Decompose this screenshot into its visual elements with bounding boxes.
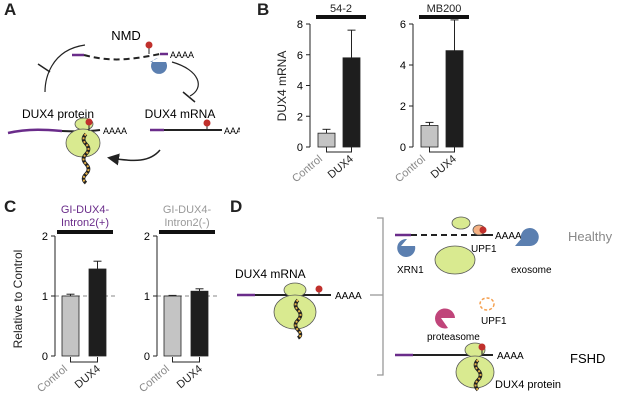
y-tick-label: 0 — [144, 351, 150, 363]
enzyme-pacman-icon — [150, 58, 168, 74]
nmd-polya: AAAA — [170, 50, 194, 60]
inhibit-bar-left — [37, 63, 51, 73]
d-peptide-icon — [294, 299, 302, 339]
exosome-label: exosome — [511, 265, 552, 276]
xrn1-icon — [397, 238, 416, 257]
h-upf1-label: UPF1 — [471, 244, 497, 255]
healthy-label: Healthy — [568, 229, 613, 244]
bar-dux4 — [342, 57, 361, 148]
f-protein-label: DUX4 protein — [495, 379, 561, 391]
y-tick-label: 8 — [297, 19, 303, 31]
bar-control — [420, 125, 439, 148]
category-label-control: Control — [393, 153, 428, 185]
y-tick-label: 2 — [297, 111, 303, 123]
f-polya: AAAA — [497, 351, 524, 362]
panel-label-d: D — [230, 197, 243, 216]
peptide-chain-icon — [82, 133, 90, 184]
d-mrna-polya: AAAA — [335, 291, 362, 302]
inhibit-bar-right — [182, 91, 196, 103]
category-label-control: Control — [290, 153, 325, 185]
y-tick-label: 6 — [297, 50, 303, 62]
bar-control — [163, 295, 182, 357]
chart-title: 54-2 — [330, 3, 352, 15]
bar-control — [317, 132, 336, 148]
xrn1-label: XRN1 — [397, 265, 424, 276]
y-tick-label: 2 — [42, 231, 48, 243]
ubiquitin-icon — [85, 118, 93, 126]
chart-title-line2: Intron2(-) — [164, 217, 209, 229]
nmd-mrna-dashed — [83, 53, 161, 61]
fshd-label: FSHD — [570, 351, 605, 366]
proteasome-label: proteasome — [427, 332, 480, 343]
category-bracket — [172, 357, 200, 363]
bar-dux4 — [445, 50, 464, 148]
category-bracket — [429, 147, 455, 153]
category-label-dux4: DUX4 — [429, 153, 459, 181]
y-tick-label: 4 — [400, 60, 406, 72]
bar-control — [61, 295, 80, 357]
panel-b-ylabel-wrap: DUX4 mRNA — [272, 24, 292, 154]
category-label-dux4: DUX4 — [326, 153, 356, 181]
y-tick-label: 1 — [144, 291, 150, 303]
category-bracket — [70, 357, 98, 363]
panel-label-a: A — [4, 0, 17, 19]
inhibit-arc-right — [171, 61, 199, 97]
dux4-mrna-label: DUX4 mRNA — [145, 107, 216, 121]
translation-arrow — [107, 149, 161, 166]
ubiquitin-icon — [315, 285, 323, 293]
chart-3-ylabel: Relative to Control — [11, 249, 25, 349]
inhibit-arc-left — [44, 44, 86, 93]
nmd-label: NMD — [111, 28, 141, 43]
translating-polya: AAAA — [103, 126, 127, 136]
category-label-control: Control — [137, 363, 172, 395]
h-polya: AAAA — [495, 231, 522, 242]
category-label-dux4: DUX4 — [175, 363, 205, 391]
f-upf1-label: UPF1 — [481, 316, 507, 327]
chart-title: GI-DUX4- — [61, 204, 110, 216]
proteasome-icon — [435, 308, 455, 329]
y-tick-label: 1 — [42, 291, 48, 303]
ubiquitin-icon — [478, 343, 486, 351]
y-tick-label: 0 — [400, 142, 406, 154]
f-peptide-icon — [474, 359, 482, 391]
upf1-degraded-icon — [479, 297, 495, 311]
chart-title-line2: Intron2(+) — [61, 217, 109, 229]
ubiquitin-icon — [203, 119, 211, 127]
y-tick-label: 2 — [400, 101, 406, 113]
ubiquitin-icon — [145, 41, 153, 49]
chart-1-ylabel: DUX4 mRNA — [275, 50, 289, 122]
y-tick-label: 4 — [297, 81, 303, 93]
free-large-subunit — [434, 245, 476, 275]
outcome-bracket — [377, 217, 384, 376]
d-mrna-label: DUX4 mRNA — [235, 267, 306, 281]
category-bracket — [326, 147, 352, 153]
category-label-dux4: DUX4 — [73, 363, 103, 391]
dux4-protein-label: DUX4 protein — [22, 107, 94, 121]
panel-label-c: C — [4, 197, 17, 216]
chart-title: MB200 — [427, 3, 462, 15]
chart-title: GI-DUX4- — [163, 204, 212, 216]
panel-a-diagram: NMD AAAA DUX4 protein DUX4 mRNA AAAA AAA… — [7, 28, 240, 185]
free-small-subunit — [451, 216, 471, 230]
exosome-icon — [515, 228, 539, 247]
ubiquitin-icon — [479, 226, 487, 234]
y-tick-label: 2 — [144, 231, 150, 243]
y-tick-label: 6 — [400, 19, 406, 31]
y-tick-label: 0 — [42, 351, 48, 363]
category-label-control: Control — [35, 363, 70, 395]
panel-d-diagram: DUX4 mRNA AAAA AAAA UPF1 XRN1 exosome He… — [235, 216, 613, 392]
bar-dux4 — [88, 268, 107, 357]
y-tick-label: 0 — [297, 142, 303, 154]
panel-label-b: B — [257, 0, 270, 19]
mrna-polya: AAAA — [224, 126, 240, 136]
bar-dux4 — [190, 290, 209, 357]
translating-mrna-5prime — [7, 128, 63, 135]
